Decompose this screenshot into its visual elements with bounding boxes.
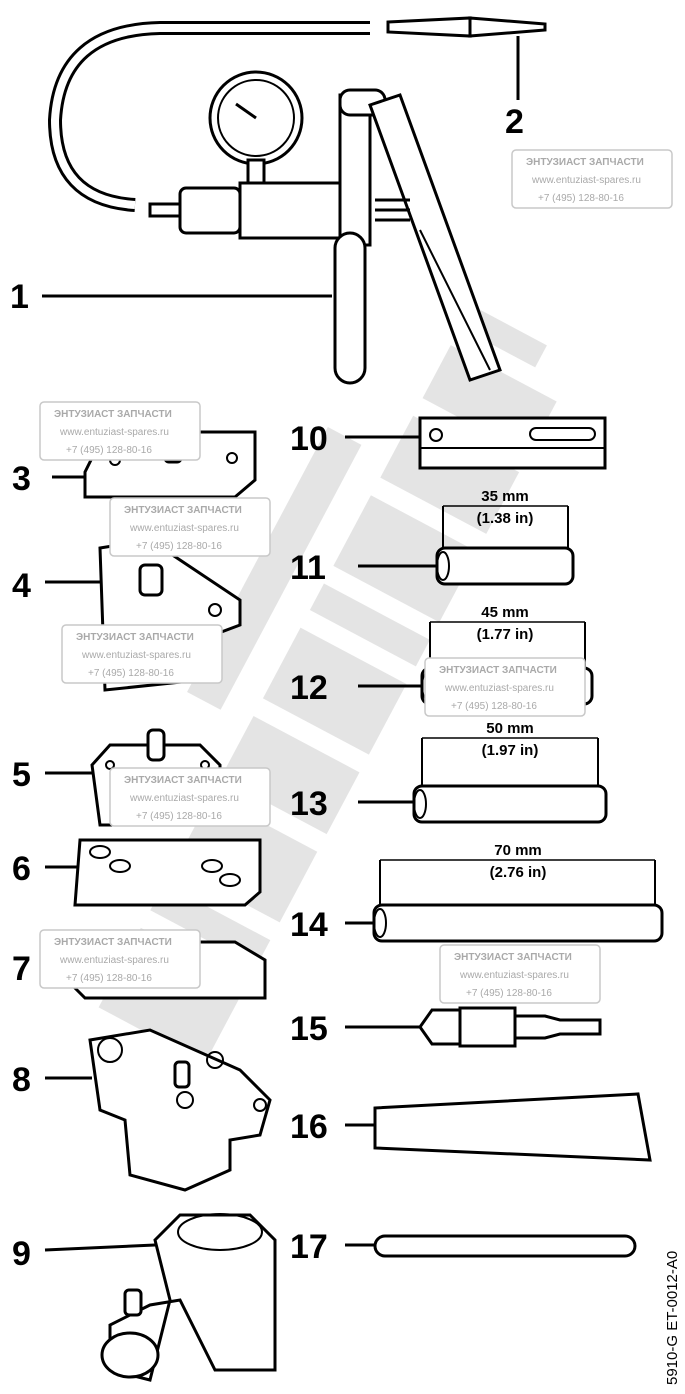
stamp-phone: +7 (495) 128-80-16 xyxy=(88,668,174,679)
part-10-bar xyxy=(345,416,607,470)
stamp-url: www.entuziast-spares.ru xyxy=(59,955,169,966)
part-11-tube: 35 mm (1.38 in) xyxy=(358,488,575,586)
callout-7: 7 xyxy=(12,950,31,988)
stamp-phone: +7 (495) 128-80-16 xyxy=(66,973,152,984)
stamp-url: www.entuziast-spares.ru xyxy=(531,175,641,186)
stamp: ЭНТУЗИАСТ ЗАПЧАСТИ www.entuziast-spares.… xyxy=(439,944,601,1004)
part-15-connector xyxy=(345,1006,602,1048)
dim-11-in: (1.38 in) xyxy=(477,510,534,527)
callout-8: 8 xyxy=(12,1061,31,1099)
figure-code: 5910-G ET-0012-A0 xyxy=(664,1251,681,1385)
callout-13: 13 xyxy=(290,785,328,823)
part-16-cone xyxy=(345,1092,652,1162)
stamp-phone: +7 (495) 128-80-16 xyxy=(466,988,552,999)
callout-2: 2 xyxy=(505,103,524,141)
callout-3: 3 xyxy=(12,460,31,498)
part-13-tube: 50 mm (1.97 in) xyxy=(358,720,608,824)
dim-13-in: (1.97 in) xyxy=(482,742,539,759)
stamp-name: ЭНТУЗИАСТ ЗАПЧАСТИ xyxy=(124,505,242,516)
stamp-phone: +7 (495) 128-80-16 xyxy=(451,701,537,712)
part-8-housing xyxy=(45,1028,272,1192)
callout-15: 15 xyxy=(290,1010,328,1048)
stamp-url: www.entuziast-spares.ru xyxy=(129,793,239,804)
stamp-url: www.entuziast-spares.ru xyxy=(444,683,554,694)
stamp-phone: +7 (495) 128-80-16 xyxy=(66,445,152,456)
callout-1: 1 xyxy=(10,278,29,316)
callout-12: 12 xyxy=(290,669,328,707)
stamp: ЭНТУЗИАСТ ЗАПЧАСТИ www.entuziast-spares.… xyxy=(61,624,223,684)
stamp-name: ЭНТУЗИАСТ ЗАПЧАСТИ xyxy=(54,937,172,948)
stamp-name: ЭНТУЗИАСТ ЗАПЧАСТИ xyxy=(124,775,242,786)
stamp-url: www.entuziast-spares.ru xyxy=(81,650,191,661)
callout-10: 10 xyxy=(290,420,328,458)
stamp: ЭНТУЗИАСТ ЗАПЧАСТИ www.entuziast-spares.… xyxy=(511,149,673,209)
stamp-url: www.entuziast-spares.ru xyxy=(59,427,169,438)
stamp-name: ЭНТУЗИАСТ ЗАПЧАСТИ xyxy=(76,632,194,643)
callout-9: 9 xyxy=(12,1235,31,1273)
stamp: ЭНТУЗИАСТ ЗАПЧАСТИ www.entuziast-spares.… xyxy=(109,767,271,827)
stamp-name: ЭНТУЗИАСТ ЗАПЧАСТИ xyxy=(454,952,572,963)
stamp: ЭНТУЗИАСТ ЗАПЧАСТИ www.entuziast-spares.… xyxy=(39,401,201,461)
dim-12-in: (1.77 in) xyxy=(477,626,534,643)
stamp-url: www.entuziast-spares.ru xyxy=(129,523,239,534)
part-2-adapter xyxy=(386,16,547,100)
callout-16: 16 xyxy=(290,1108,328,1146)
dim-13-mm: 50 mm xyxy=(486,720,534,737)
dim-11-mm: 35 mm xyxy=(481,488,529,505)
part-1-vacuum-pump xyxy=(47,21,502,385)
stamp-name: ЭНТУЗИАСТ ЗАПЧАСТИ xyxy=(54,409,172,420)
stamp-phone: +7 (495) 128-80-16 xyxy=(136,541,222,552)
stamp-phone: +7 (495) 128-80-16 xyxy=(136,811,222,822)
dim-12-mm: 45 mm xyxy=(481,604,529,621)
stamp: ЭНТУЗИАСТ ЗАПЧАСТИ www.entuziast-spares.… xyxy=(424,657,586,717)
part-17-rod xyxy=(345,1234,637,1258)
callout-17: 17 xyxy=(290,1228,328,1266)
part-14-tube: 70 mm (2.76 in) xyxy=(345,842,664,943)
part-6-plate xyxy=(45,838,262,907)
callout-4: 4 xyxy=(12,567,31,605)
stamp: ЭНТУЗИАСТ ЗАПЧАСТИ www.entuziast-spares.… xyxy=(39,929,201,989)
callouts: 1 2 3 4 5 6 7 8 9 10 11 12 13 14 15 16 1… xyxy=(10,103,524,1273)
callout-11: 11 xyxy=(290,549,326,587)
dim-14-in: (2.76 in) xyxy=(490,864,547,881)
part-9-housing xyxy=(44,1213,277,1382)
stamp-name: ЭНТУЗИАСТ ЗАПЧАСТИ xyxy=(526,157,644,168)
stamp-phone: +7 (495) 128-80-16 xyxy=(538,193,624,204)
callout-14: 14 xyxy=(290,906,328,944)
stamp-url: www.entuziast-spares.ru xyxy=(459,970,569,981)
dim-14-mm: 70 mm xyxy=(494,842,542,859)
stamp: ЭНТУЗИАСТ ЗАПЧАСТИ www.entuziast-spares.… xyxy=(109,497,271,557)
stamp-name: ЭНТУЗИАСТ ЗАПЧАСТИ xyxy=(439,665,557,676)
callout-6: 6 xyxy=(12,850,31,888)
callout-5: 5 xyxy=(12,756,31,794)
